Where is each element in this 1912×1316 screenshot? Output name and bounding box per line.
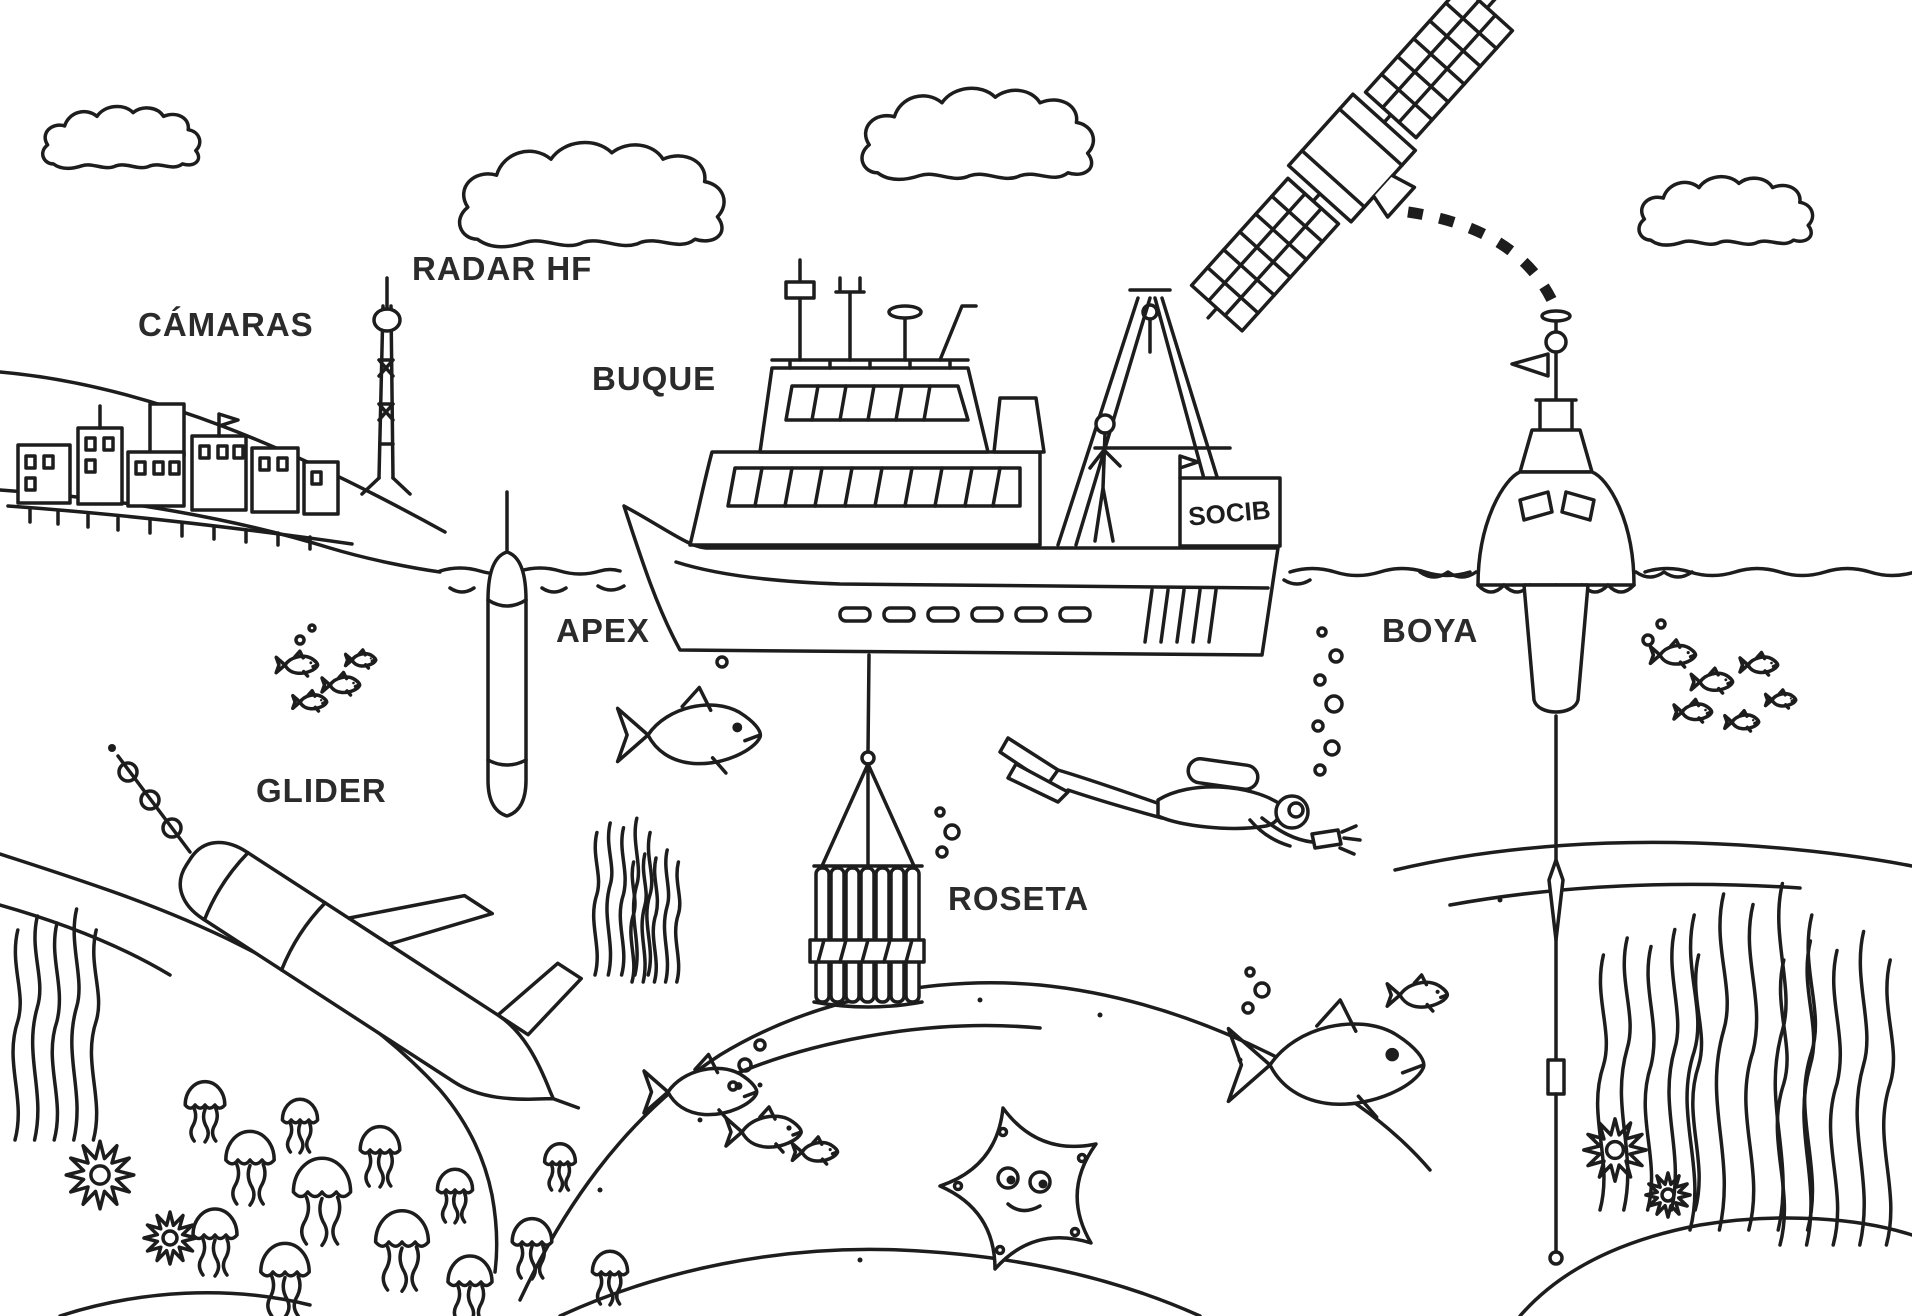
research-vessel: SOCIB: [622, 258, 1282, 657]
jellyfish-group: [183, 1080, 629, 1316]
diver: [998, 626, 1362, 856]
stern-box: [1178, 476, 1282, 548]
crew-figure: [1088, 413, 1122, 543]
hull: [622, 504, 1280, 657]
radar-hf-tower: [360, 276, 412, 496]
label-radar-hf: RADAR HF: [412, 250, 593, 287]
funnel: [992, 396, 1046, 454]
label-apex: APEX: [556, 612, 650, 649]
fish-school-right-of-buoy: [1641, 618, 1797, 732]
mast: [784, 258, 816, 362]
satellite-icon: [1189, 0, 1566, 333]
tuna-near-apex: [618, 688, 761, 774]
deckhouse: [688, 450, 1042, 547]
label-buque: BUQUE: [592, 360, 717, 397]
signal-dashes-icon: [1407, 206, 1566, 322]
clouds: [41, 88, 1815, 247]
rosette-sampler: [808, 653, 961, 1009]
label-boya: BOYA: [1382, 612, 1479, 649]
moored-buoy: [1418, 309, 1694, 1266]
label-glider: GLIDER: [256, 772, 387, 809]
fish-school-bottom-center: [644, 1038, 839, 1166]
bridge: [758, 366, 990, 454]
city-buildings: [6, 402, 354, 551]
ship-logo: SOCIB: [1187, 494, 1272, 531]
waterline: [438, 566, 1912, 594]
label-camaras: CÁMARAS: [138, 306, 314, 343]
glider-vehicle: [108, 744, 583, 1110]
big-tuna-right: [1228, 966, 1449, 1117]
label-roseta: ROSETA: [948, 880, 1090, 917]
fish-school-upper-left: [275, 623, 377, 712]
starfish: [938, 1106, 1098, 1271]
